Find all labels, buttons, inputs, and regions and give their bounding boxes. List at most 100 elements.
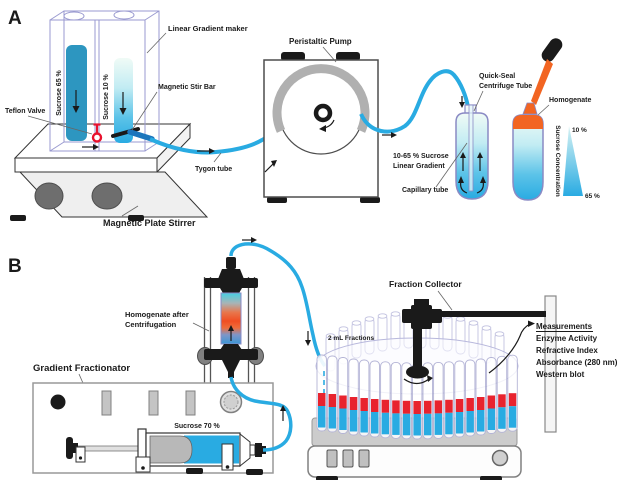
down-arrow-head (305, 340, 311, 346)
leader-line (537, 104, 550, 116)
fraction-tube (348, 358, 359, 436)
wedge-top-label: 10 % (572, 127, 587, 134)
label-teflon-valve: Teflon Valve (5, 108, 45, 115)
fill-arrow-head (459, 102, 465, 108)
mid-bracket (135, 456, 151, 473)
outlet-arrow-head (391, 132, 397, 138)
leader-line (435, 142, 468, 188)
panel-a: A (5, 8, 600, 228)
maker-edge (144, 10, 160, 21)
label-2ml-fractions: 2 mL Fractions (328, 335, 375, 342)
clamp-stand (197, 257, 264, 390)
collector-base (307, 445, 522, 478)
plunger-handle (66, 437, 73, 459)
tube-fitting (255, 443, 262, 457)
homogenate-tube (512, 38, 563, 201)
quick-seal-centrifuge-tube (455, 96, 489, 200)
right-arrow-head (251, 237, 257, 243)
pump-foot (360, 197, 380, 203)
panel-b: B Homogenate after Centrifugation (8, 237, 618, 480)
bottom-fitting-cone (222, 360, 240, 372)
bottom-fitting-taper (220, 344, 242, 350)
dispenser-cap (414, 299, 429, 308)
label-linear-gradient-maker: Linear Gradient maker (168, 24, 248, 33)
label-capillary-tube: Capillary tube (402, 187, 448, 194)
fraction-tube (433, 361, 444, 439)
top-fitting-stem (226, 257, 236, 269)
label-peristaltic-pump: Peristaltic Pump (289, 37, 352, 46)
panel-a-labels: Linear Gradient maker Magnetic Stir Bar … (5, 24, 592, 228)
fraction-tube (380, 361, 391, 439)
wedge-bottom-label: 65 % (585, 193, 600, 200)
label-quick-seal-2: Centrifuge Tube (479, 83, 532, 90)
pump-tab (336, 52, 360, 61)
pump-track (272, 64, 370, 133)
base-button (358, 449, 370, 468)
fraction-tube (507, 354, 518, 432)
measurements-block: Measurements Enzyme Activity Refractive … (488, 320, 618, 379)
fractionator-foot (246, 469, 263, 475)
magnetic-stir-bar (111, 127, 140, 138)
dropper-stem (531, 59, 553, 105)
maker-edge (49, 10, 65, 21)
wedge-axis-label: Sucrose Concentration (554, 125, 561, 197)
fraction-tube (475, 358, 486, 436)
linear-gradient-maker (49, 10, 160, 152)
bottom-fitting-nipple (228, 371, 234, 378)
rotation-arrow-head (319, 125, 326, 132)
pump-axle (313, 103, 333, 123)
fractionator-foot (186, 468, 203, 474)
bottom-clamp-bar (204, 349, 258, 360)
bracket-bolt (225, 465, 230, 469)
fraction-tube (337, 357, 349, 434)
base-knob (491, 449, 509, 467)
label-gradient-1: 10-65 % Sucrose (393, 153, 449, 160)
dispenser-stem (413, 329, 422, 369)
syringe-to-column-tube (229, 376, 293, 452)
base-foot (480, 476, 502, 480)
label-absorbance: Absorbance (280 nm) (536, 358, 618, 367)
stand-rod (544, 295, 557, 433)
rotation-arrow (403, 378, 430, 385)
label-gradient-2: Linear Gradient (393, 163, 445, 170)
swirl-arrow-head (480, 176, 486, 183)
dispenser-head (406, 365, 429, 379)
base-button (342, 449, 354, 468)
channel-arrow-head (93, 144, 99, 150)
fraction-tube (358, 359, 370, 437)
label-tygon-tube: Tygon tube (195, 166, 232, 173)
maker-edge (49, 141, 65, 152)
leader-line (473, 90, 484, 112)
fraction-tube (496, 355, 508, 433)
base-foot (316, 476, 338, 480)
label-quick-seal-1: Quick-Seal (479, 73, 515, 80)
wedge (563, 126, 583, 196)
fraction-tube (443, 361, 455, 439)
rotation-arrow-head (427, 375, 433, 382)
capillary-tube (468, 104, 474, 192)
label-fraction-collector: Fraction Collector (389, 279, 462, 289)
inlet-arrow (264, 163, 274, 173)
label-sucrose-65: Sucrose 65 % (56, 69, 63, 115)
fractionator-switch (148, 390, 159, 416)
label-sucrose-70: Sucrose 70 % (174, 423, 220, 430)
leader-line (192, 322, 210, 332)
maker-box-front (49, 19, 146, 152)
top-clamp-bar (204, 278, 258, 288)
rod-bracket (75, 446, 86, 463)
fraction-tube (369, 360, 380, 438)
pump-tab (281, 52, 305, 61)
label-refractive-index: Refractive Index (536, 346, 598, 355)
magnetic-plate-stirrer (10, 122, 209, 221)
leader-line (131, 91, 158, 131)
homogenate-layer (513, 115, 543, 129)
measurements-arrow-head (528, 320, 535, 327)
leader-line (121, 205, 139, 217)
peristaltic-pump (263, 52, 470, 203)
label-homogenate-after-1: Homogenate after (125, 310, 189, 319)
syringe-taper (239, 432, 251, 468)
flow-arrow-head (209, 148, 215, 154)
fractionator-switch (185, 390, 196, 416)
maker-opening-right (113, 10, 135, 20)
